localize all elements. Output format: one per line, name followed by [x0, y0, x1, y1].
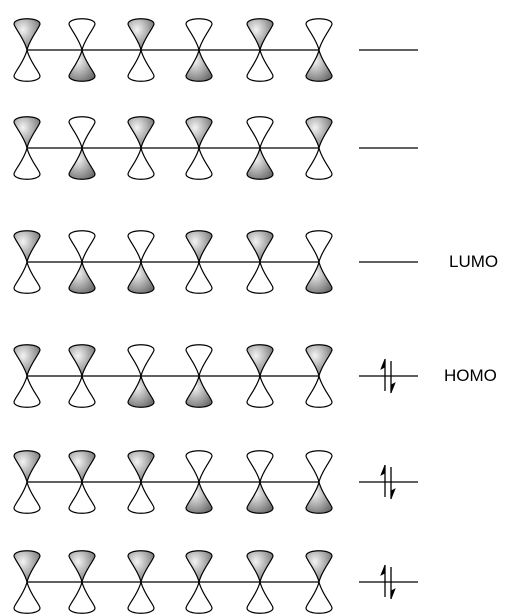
orbital-row-4	[13, 344, 418, 408]
p-orbital-upper-lobe	[127, 550, 155, 583]
p-orbital-upper-lobe	[68, 450, 96, 483]
p-orbital-upper-lobe	[68, 230, 96, 263]
p-orbital-lower-lobe	[68, 481, 96, 514]
p-orbital-lower-lobe	[246, 481, 274, 514]
p-orbital-upper-lobe	[13, 550, 41, 583]
p-orbital-lower-lobe	[305, 481, 333, 514]
p-orbital-lower-lobe	[127, 147, 155, 180]
p-orbital-upper-lobe	[246, 550, 274, 583]
orbital-row-6	[13, 550, 418, 614]
p-orbital-lower-lobe	[305, 147, 333, 180]
p-orbital-lower-lobe	[127, 49, 155, 82]
p-orbital-upper-lobe	[13, 450, 41, 483]
p-orbital-lower-lobe	[185, 581, 213, 614]
p-orbital-lower-lobe	[13, 481, 41, 514]
p-orbital-lower-lobe	[185, 481, 213, 514]
p-orbital-upper-lobe	[185, 116, 213, 149]
p-orbital-lower-lobe	[246, 581, 274, 614]
p-orbital-lower-lobe	[185, 261, 213, 294]
p-orbital-lower-lobe	[246, 49, 274, 82]
p-orbital-upper-lobe	[68, 18, 96, 51]
p-orbital-lower-lobe	[305, 581, 333, 614]
p-orbital-upper-lobe	[305, 344, 333, 377]
p-orbital-lower-lobe	[13, 581, 41, 614]
p-orbital-upper-lobe	[185, 344, 213, 377]
p-orbital-upper-lobe	[185, 18, 213, 51]
lumo-label: LUMO	[449, 252, 498, 271]
p-orbital-lower-lobe	[305, 375, 333, 408]
p-orbital-upper-lobe	[13, 18, 41, 51]
orbital-row-3	[13, 230, 418, 294]
orbital-row-2	[13, 116, 418, 180]
p-orbital-lower-lobe	[246, 261, 274, 294]
p-orbital-upper-lobe	[68, 116, 96, 149]
electron-pair-arrows	[380, 358, 396, 394]
p-orbital-upper-lobe	[305, 116, 333, 149]
p-orbital-lower-lobe	[127, 481, 155, 514]
p-orbital-upper-lobe	[246, 18, 274, 51]
p-orbital-lower-lobe	[246, 375, 274, 408]
p-orbital-lower-lobe	[13, 261, 41, 294]
p-orbital-lower-lobe	[68, 147, 96, 180]
p-orbital-upper-lobe	[127, 344, 155, 377]
p-orbital-upper-lobe	[127, 450, 155, 483]
p-orbital-upper-lobe	[185, 550, 213, 583]
p-orbital-upper-lobe	[246, 450, 274, 483]
p-orbital-lower-lobe	[185, 375, 213, 408]
p-orbital-lower-lobe	[185, 49, 213, 82]
p-orbital-upper-lobe	[246, 230, 274, 263]
p-orbital-lower-lobe	[68, 581, 96, 614]
p-orbital-lower-lobe	[68, 375, 96, 408]
p-orbital-upper-lobe	[305, 18, 333, 51]
p-orbital-upper-lobe	[127, 18, 155, 51]
p-orbital-upper-lobe	[13, 230, 41, 263]
p-orbital-upper-lobe	[246, 116, 274, 149]
p-orbital-lower-lobe	[13, 49, 41, 82]
p-orbital-lower-lobe	[13, 375, 41, 408]
p-orbital-lower-lobe	[68, 49, 96, 82]
p-orbital-lower-lobe	[246, 147, 274, 180]
p-orbital-lower-lobe	[13, 147, 41, 180]
p-orbital-lower-lobe	[127, 375, 155, 408]
p-orbital-upper-lobe	[305, 230, 333, 263]
p-orbital-lower-lobe	[305, 49, 333, 82]
p-orbital-lower-lobe	[68, 261, 96, 294]
homo-label: HOMO	[444, 366, 497, 385]
p-orbital-upper-lobe	[68, 550, 96, 583]
p-orbital-lower-lobe	[127, 261, 155, 294]
p-orbital-upper-lobe	[127, 116, 155, 149]
p-orbital-upper-lobe	[246, 344, 274, 377]
p-orbital-upper-lobe	[13, 344, 41, 377]
p-orbital-upper-lobe	[185, 230, 213, 263]
p-orbital-upper-lobe	[305, 550, 333, 583]
electron-pair-arrows	[380, 564, 396, 600]
orbital-row-1	[13, 18, 418, 82]
p-orbital-lower-lobe	[185, 147, 213, 180]
p-orbital-upper-lobe	[185, 450, 213, 483]
p-orbital-upper-lobe	[68, 344, 96, 377]
p-orbital-upper-lobe	[305, 450, 333, 483]
p-orbital-upper-lobe	[127, 230, 155, 263]
p-orbital-lower-lobe	[305, 261, 333, 294]
electron-pair-arrows	[380, 464, 396, 500]
p-orbital-upper-lobe	[13, 116, 41, 149]
orbital-row-5	[13, 450, 418, 514]
p-orbital-lower-lobe	[127, 581, 155, 614]
